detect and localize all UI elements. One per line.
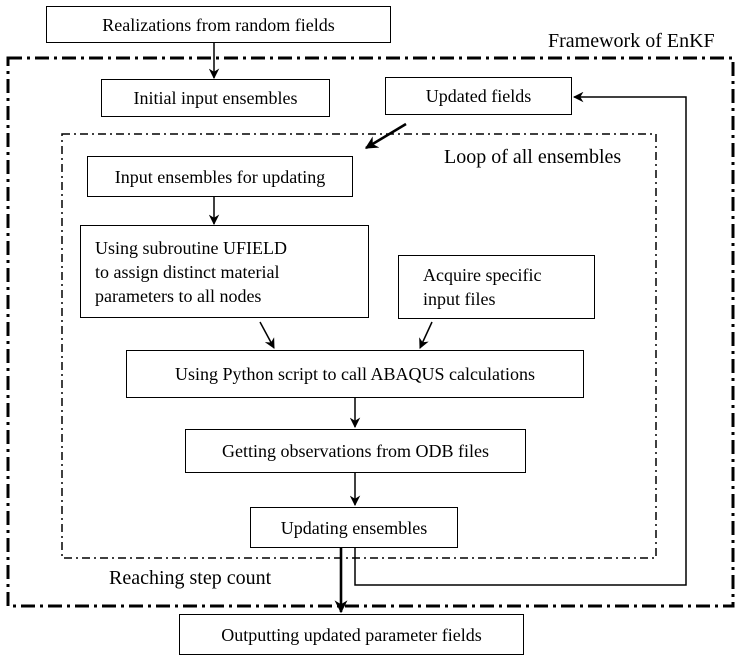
- ufield-line-2: to assign distinct material: [95, 261, 280, 282]
- framework-frame: [6, 56, 735, 608]
- loop-frame: [61, 133, 657, 559]
- input-updating-box: Input ensembles for updating: [87, 156, 353, 197]
- ufield-line-1: Using subroutine UFIELD: [95, 237, 287, 258]
- acquire-line-1: Acquire specific: [423, 265, 542, 285]
- acquire-box: Acquire specific input files: [398, 255, 595, 319]
- observations-box: Getting observations from ODB files: [185, 429, 526, 473]
- realizations-box: Realizations from random fields: [46, 6, 391, 43]
- framework-label: Framework of EnKF: [548, 30, 715, 52]
- arrow-updated-to-loop: [364, 122, 407, 150]
- arrow-feedback-loop: [354, 91, 687, 586]
- updated-fields-box: Updated fields: [385, 77, 572, 115]
- updating-ensembles-box: Updating ensembles: [250, 507, 458, 548]
- python-abaqus-box: Using Python script to call ABAQUS calcu…: [126, 350, 584, 398]
- initial-input-box: Initial input ensembles: [101, 79, 330, 117]
- ufield-box: Using subroutine UFIELD to assign distin…: [80, 225, 369, 318]
- ufield-line-3: parameters to all nodes: [95, 285, 262, 306]
- outputting-box: Outputting updated parameter fields: [179, 614, 524, 655]
- arrow-acquire-to-python: [419, 321, 433, 349]
- acquire-line-2: input files: [423, 289, 496, 309]
- arrow-ufield-to-python: [259, 321, 275, 349]
- loop-label: Loop of all ensembles: [444, 146, 622, 168]
- step-count-label: Reaching step count: [109, 567, 272, 589]
